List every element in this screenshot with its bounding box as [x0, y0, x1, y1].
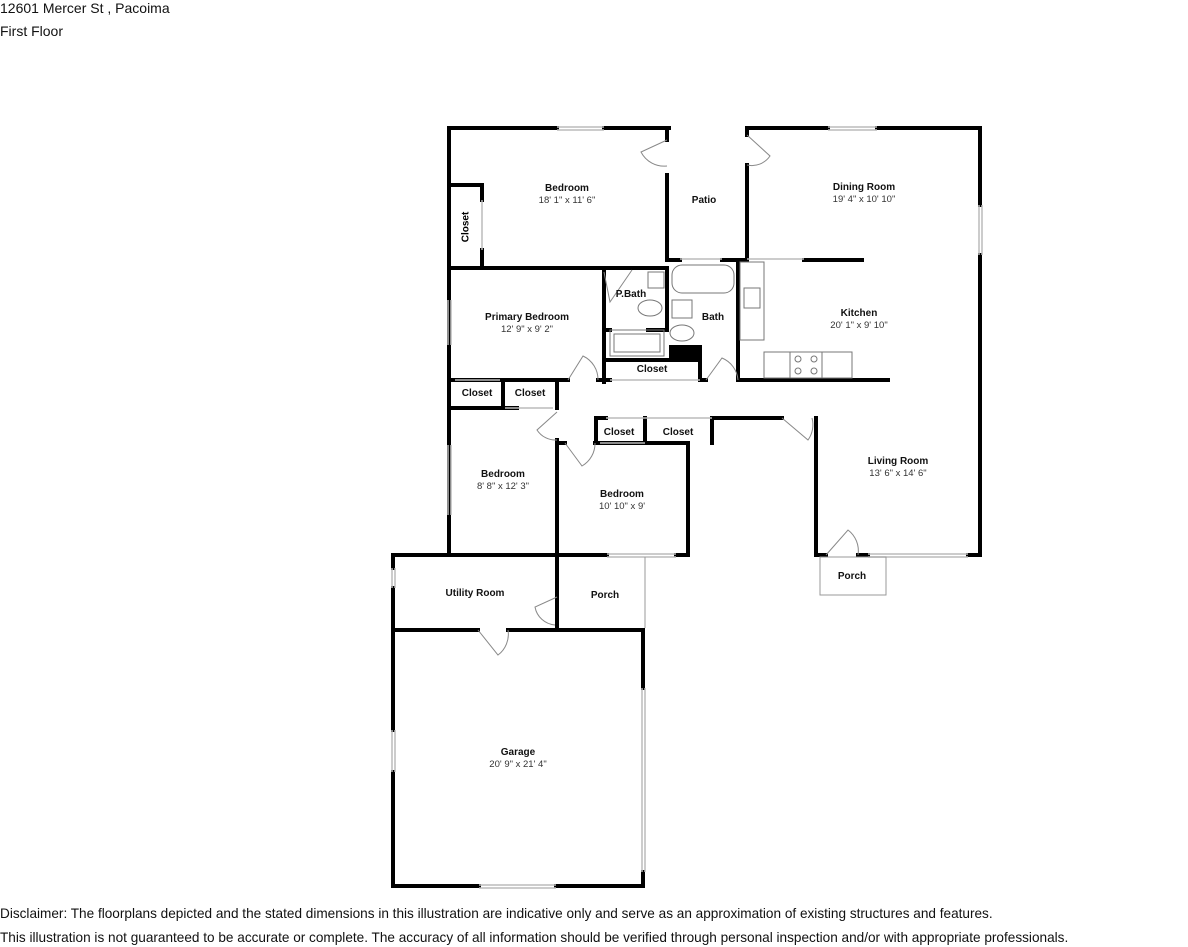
- toilet-bath: [669, 324, 695, 342]
- kitchen-counter-bottom: [763, 351, 853, 379]
- wall-block: [669, 345, 702, 360]
- walls: [391, 126, 982, 888]
- room-porch-front: Porch: [837, 571, 867, 582]
- room-closet-left-1: Closet: [461, 388, 493, 399]
- property-address: 12601 Mercer St , Pacoima: [0, 0, 170, 16]
- room-bedroom-mid: Bedroom 10' 10" x 9': [598, 489, 646, 512]
- bathtub: [671, 264, 735, 294]
- door-swings: [477, 134, 859, 656]
- room-p-bath: P.Bath: [615, 289, 647, 300]
- stove: [789, 351, 823, 379]
- toilet-pbath: [637, 299, 663, 317]
- disclaimer-line-2: This illustration is not guaranteed to b…: [0, 930, 1069, 945]
- room-dining-room: Dining Room 19' 4" x 10' 10": [832, 182, 896, 205]
- room-closet-hall: Closet: [636, 364, 668, 375]
- room-closet-top: Closet: [460, 211, 472, 243]
- floor-label: First Floor: [0, 23, 63, 39]
- room-bath: Bath: [701, 312, 725, 323]
- room-bedroom-top: Bedroom 18' 1" x 11' 6": [539, 183, 596, 207]
- room-utility-room: Utility Room: [445, 588, 505, 599]
- room-closet-left-2: Closet: [514, 388, 546, 399]
- kitchen-sink: [743, 287, 761, 309]
- room-closet-mid-2: Closet: [662, 427, 694, 438]
- porch-outlines: [644, 556, 887, 628]
- kitchen-counter: [739, 261, 765, 341]
- room-living-room: Living Room 13' 6" x 14' 6": [867, 456, 929, 479]
- room-closet-mid-1: Closet: [603, 427, 635, 438]
- room-patio: Patio: [691, 195, 717, 206]
- room-name: Bedroom: [545, 183, 589, 194]
- room-porch-side: Porch: [590, 590, 620, 601]
- shower: [609, 329, 665, 357]
- sink-pbath: [647, 271, 665, 289]
- fixtures: [609, 261, 853, 379]
- sink-bath: [671, 299, 693, 319]
- room-garage: Garage 20' 9" x 21' 4": [489, 747, 547, 770]
- room-primary-bedroom: Primary Bedroom 12' 9" x 9' 2": [485, 312, 569, 335]
- room-kitchen: Kitchen 20' 1" x 9' 10": [830, 308, 888, 331]
- room-dimensions: 18' 1" x 11' 6": [538, 195, 596, 206]
- room-bedroom-left: Bedroom 8' 8" x 12' 3": [476, 469, 530, 492]
- disclaimer-line-1: Disclaimer: The floorplans depicted and …: [0, 906, 993, 921]
